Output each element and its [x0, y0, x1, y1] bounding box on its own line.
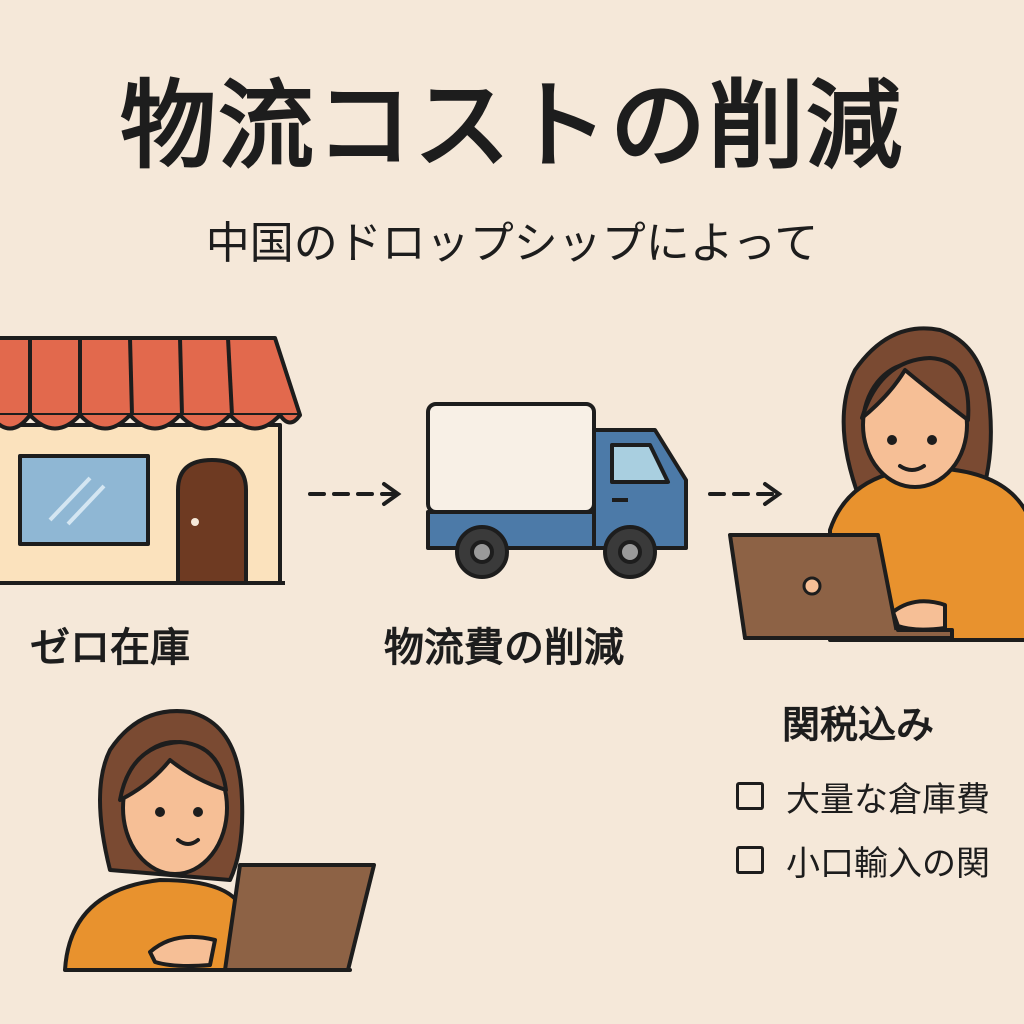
store-label: ゼロ在庫 — [30, 625, 190, 671]
checklist-item: 大量な倉庫費 — [736, 776, 990, 820]
checklist-item-label: 小口輸入の関 — [786, 843, 990, 884]
checklist-item-label: 大量な倉庫費 — [786, 779, 990, 820]
checkbox[interactable] — [736, 782, 764, 810]
store-icon — [0, 336, 302, 585]
seller-icon — [63, 709, 376, 972]
customer-icon — [728, 326, 1024, 642]
checklist-item: 小口輸入の関 — [736, 840, 990, 884]
customer-label: 関税込み — [782, 703, 935, 747]
checkbox[interactable] — [736, 846, 764, 874]
truck-label: 物流費の削減 — [384, 625, 624, 671]
page-subtitle: 中国のドロップシップによって — [205, 218, 819, 269]
arrow-icon — [308, 482, 402, 506]
arrow-icon — [708, 482, 783, 506]
page-title: 物流コストの削減 — [120, 70, 904, 182]
truck-icon — [426, 402, 688, 579]
